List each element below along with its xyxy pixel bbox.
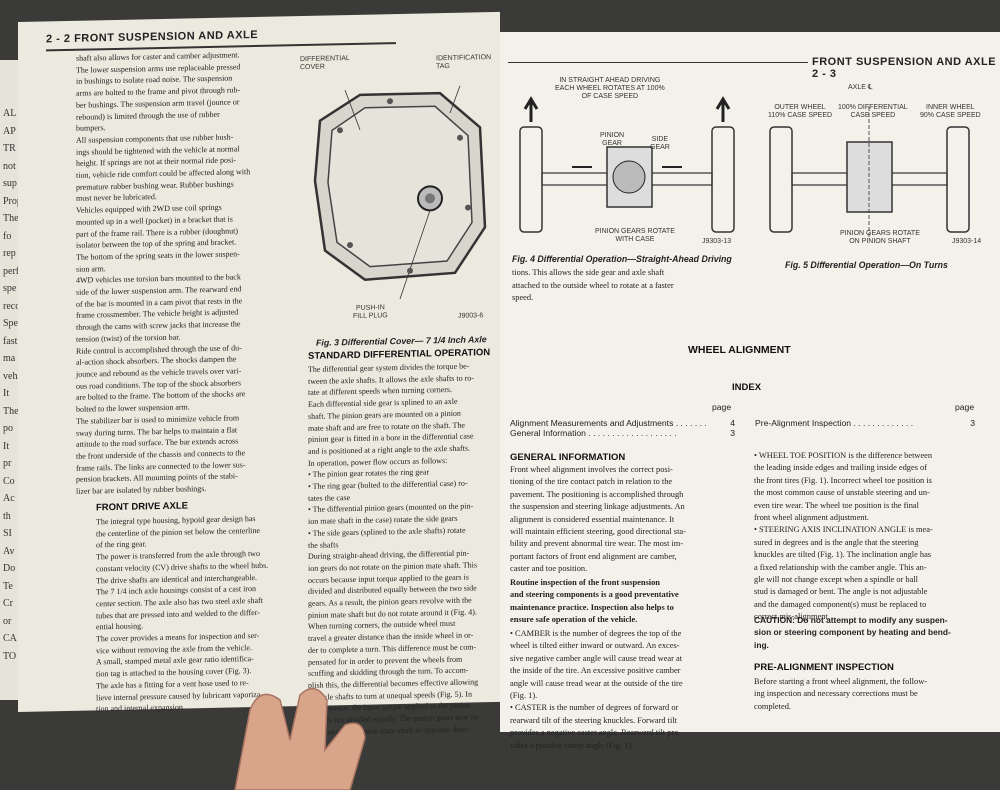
background-page-fragment: Ac (3, 493, 15, 504)
background-page-fragment: TO (3, 650, 17, 662)
hand (234, 687, 366, 790)
wheel-alignment-title: WHEEL ALIGNMENT (688, 344, 791, 356)
front-drive-axle-heading: FRONT DRIVE AXLE (96, 500, 189, 514)
fig5-label-axle: AXLE ℄ (848, 84, 873, 91)
background-page-fragment: AL (3, 108, 17, 119)
background-page-fragment: or (3, 615, 12, 627)
background-page-fragment: ma (3, 353, 16, 364)
pre-alignment-heading: PRE-ALIGNMENT INSPECTION (754, 662, 894, 673)
fig4-label-side: SIDE GEAR (650, 136, 670, 151)
fig3-label-tag: IDENTIFICATION TAG (436, 54, 492, 71)
fig5-label-outer: OUTER WHEEL 110% CASE SPEED (768, 104, 833, 119)
background-page-fragment: perf (3, 265, 20, 277)
background-page-fragment: fast (3, 335, 18, 347)
differential-cover-illustration (313, 85, 487, 300)
background-page-fragment: pr (3, 458, 12, 469)
fig4-straight-ahead-diagram (519, 96, 735, 233)
background-page-fragment: fo (3, 230, 12, 242)
background-page-fragment: AP (3, 125, 16, 137)
fig4-figure-code: J9303-13 (702, 238, 732, 245)
background-page-fragment: CA (3, 633, 17, 644)
background-page-fragment: th (3, 510, 11, 522)
right-page: FRONT SUSPENSION AND AXLE 2 - 3 IN STRAI… (500, 32, 1000, 750)
fig3-label-cover: DIFFERENTIAL COVER (300, 55, 350, 72)
index-title: INDEX (732, 382, 762, 393)
background-page-fragment: reco (3, 300, 21, 312)
general-information-heading: GENERAL INFORMATION (510, 452, 626, 463)
fig3-figure-code: J9003-6 (458, 312, 484, 320)
background-page-fragment: The (3, 405, 19, 417)
continued-text: tions. This allows the side gear and axl… (512, 268, 674, 303)
fig5-caption: Fig. 5 Differential Operation—On Turns (785, 260, 948, 270)
background-page-fragment: po (3, 423, 13, 434)
left-col1-text: shaft also allows for caster and camber … (76, 50, 251, 496)
right-page-header: FRONT SUSPENSION AND AXLE 2 - 3 (812, 56, 997, 80)
fig4-label-bottom: PINION GEARS ROTATE WITH CASE (595, 228, 675, 243)
routine-inspection-text: Routine inspection of the front suspensi… (510, 578, 679, 625)
fig3-caption: Fig. 3 Differential Cover— 7 1/4 Inch Ax… (316, 334, 487, 348)
index-item[interactable]: Pre-Alignment Inspection . . . . . . . .… (755, 418, 975, 428)
background-page-fragment: Do (3, 563, 16, 574)
fig4-label-top: IN STRAIGHT AHEAD DRIVING EACH WHEEL ROT… (555, 77, 665, 100)
index-item[interactable]: Alignment Measurements and Adjustments .… (510, 418, 735, 428)
background-page-fragment: Spe (3, 318, 18, 329)
background-page-fragment: It (3, 440, 10, 452)
background-page-fragment: spe (3, 283, 17, 294)
background-page-fragment: TR (3, 143, 16, 154)
background-page-fragment: Av (3, 545, 15, 557)
general-information-text: Front wheel alignment involves the corre… (510, 465, 686, 574)
index-item[interactable]: General Information . . . . . . . . . . … (510, 428, 735, 438)
left-page-header: 2 - 2 FRONT SUSPENSION AND AXLE (46, 28, 259, 46)
pre-alignment-text: Before starting a front wheel alignment,… (754, 677, 928, 711)
toe-steering-text: • WHEEL TOE POSITION is the difference b… (754, 451, 933, 622)
background-page-fragment: Cr (3, 598, 13, 609)
fig5-on-turns-diagram (769, 107, 970, 237)
fig5-label-diff: 100% DIFFERENTIAL CASE SPEED (838, 104, 908, 119)
background-page-fragment: The (3, 213, 19, 224)
index-page-label-left: page (712, 402, 732, 412)
background-page-fragment: not (3, 160, 16, 172)
fig5-label-inner: INNER WHEEL 90% CASE SPEED (920, 104, 981, 119)
caution-text: CAUTION: Do not attempt to modify any su… (754, 615, 951, 650)
fig4-label-pinion: PINION GEAR (600, 132, 625, 147)
camber-caster-text: • CAMBER is the number of degrees the to… (510, 629, 683, 750)
background-page-fragment: It (3, 388, 10, 399)
fig4-caption: Fig. 4 Differential Operation—Straight-A… (512, 254, 732, 264)
background-page-fragment: Te (3, 580, 13, 592)
background-page-fragment: vehi (3, 370, 21, 382)
index-page-label-right: page (955, 402, 975, 412)
background-page-fragment: Co (3, 475, 15, 487)
background-page-fragment: Prop (3, 195, 22, 207)
background-page-fragment: sup (3, 178, 17, 189)
background-page-fragment: rep (3, 248, 16, 259)
background-page-fragment: SI (3, 528, 12, 539)
left-page: 2 - 2 FRONT SUSPENSION AND AXLE shaft al… (18, 11, 500, 737)
fig5-label-bottom: PINION GEARS ROTATE ON PINION SHAFT (840, 230, 920, 245)
fig5-figure-code: J9303-14 (952, 238, 982, 245)
right-header-rule (508, 62, 808, 63)
fig3-label-plug: PUSH-IN FILL PLUG (353, 304, 388, 320)
